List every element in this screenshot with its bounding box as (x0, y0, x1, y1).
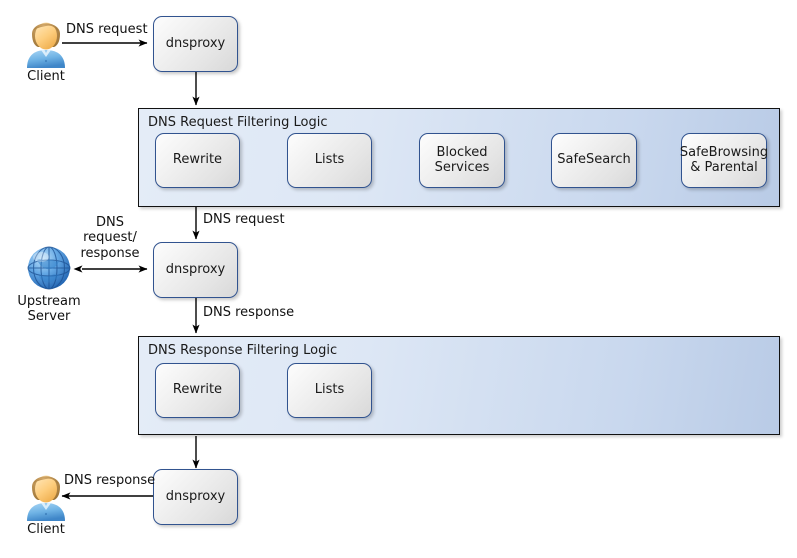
request-stage-rewrite-label: Rewrite (172, 152, 223, 168)
group-dns-response-filtering-logic: DNS Response Filtering Logic (138, 336, 780, 435)
edge-label-request-logic-to-proxy: DNS request (203, 212, 285, 227)
request-stage-lists[interactable]: Lists (287, 133, 372, 188)
request-stage-lists-label: Lists (314, 152, 345, 168)
group-title-request: DNS Request Filtering Logic (148, 115, 328, 130)
globe-icon (24, 243, 74, 297)
request-stage-blocked-services[interactable]: Blocked Services (419, 133, 505, 188)
node-dnsproxy-bottom[interactable]: dnsproxy (153, 469, 238, 525)
edge-label-upstream-exchange: DNS request/ response (80, 215, 140, 261)
request-stage-safebrowsing-parental[interactable]: SafeBrowsing & Parental (679, 133, 769, 188)
edge-label-proxy-to-client: DNS response (64, 473, 156, 488)
actor-label-client-bottom: Client (27, 522, 65, 537)
node-dnsproxy-middle[interactable]: dnsproxy (153, 242, 238, 298)
request-stage-rewrite[interactable]: Rewrite (155, 133, 240, 188)
group-title-response: DNS Response Filtering Logic (148, 343, 338, 358)
response-stage-lists-label: Lists (314, 382, 345, 398)
request-stage-safesearch-label: SafeSearch (557, 152, 631, 168)
user-icon (24, 465, 68, 527)
actor-label-upstream-server: Upstream Server (17, 294, 81, 325)
user-icon (24, 12, 68, 74)
node-dnsproxy-bottom-label: dnsproxy (165, 488, 226, 504)
response-stage-rewrite[interactable]: Rewrite (155, 363, 240, 418)
actor-label-client-top: Client (27, 69, 65, 84)
node-dnsproxy-middle-label: dnsproxy (165, 261, 226, 277)
edge-label-client-to-proxy: DNS request (66, 22, 148, 37)
response-stage-rewrite-label: Rewrite (172, 382, 223, 398)
edge-label-proxy-to-response-logic: DNS response (203, 305, 295, 320)
request-stage-safebrowsing-parental-label: SafeBrowsing & Parental (679, 144, 769, 175)
response-stage-lists[interactable]: Lists (287, 363, 372, 418)
node-dnsproxy-top[interactable]: dnsproxy (153, 16, 238, 72)
request-stage-blocked-services-label: Blocked Services (434, 144, 490, 175)
node-dnsproxy-top-label: dnsproxy (165, 35, 226, 51)
request-stage-safesearch[interactable]: SafeSearch (551, 133, 637, 188)
